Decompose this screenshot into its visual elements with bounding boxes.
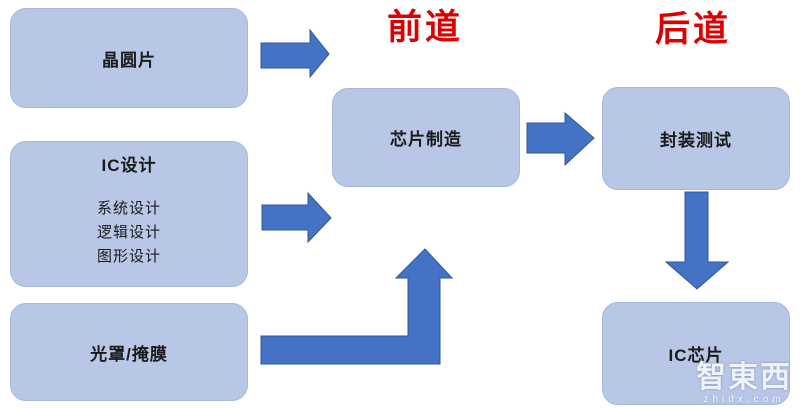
node-package-test-label: 封装测试 [660,131,732,150]
node-ic-design-sublist: 系统设计 逻辑设计 图形设计 [97,197,161,269]
node-ic-chip: IC芯片 [602,302,790,405]
node-ic-design-subitem: 逻辑设计 [96,224,161,241]
node-chip-manufacturing: 芯片制造 [332,88,520,187]
node-ic-design-title: IC设计 [101,156,157,175]
node-ic-design: IC设计 系统设计 逻辑设计 图形设计 [10,141,248,287]
arrow-fab-to-package-icon [526,111,595,167]
arrow-mask-to-fab-elbow-icon [260,248,454,365]
node-chip-manufacturing-label: 芯片制造 [390,130,462,149]
arrow-design-to-fab-icon [261,191,332,244]
node-mask: 光罩/掩膜 [10,303,248,401]
stage-label-back-end: 后道 [654,9,731,50]
node-wafer-label: 晶圆片 [102,50,156,70]
node-ic-design-subitem: 图形设计 [96,248,161,265]
node-ic-design-subitem: 系统设计 [96,200,161,217]
stage-label-front-end: 前道 [386,7,463,48]
arrow-wafer-to-fab-icon [260,28,330,79]
node-wafer: 晶圆片 [10,8,248,108]
node-ic-chip-label: IC芯片 [668,346,724,365]
node-mask-label: 光罩/掩膜 [90,344,168,364]
arrow-package-to-chip-icon [664,191,730,290]
node-package-test: 封装测试 [602,87,790,190]
